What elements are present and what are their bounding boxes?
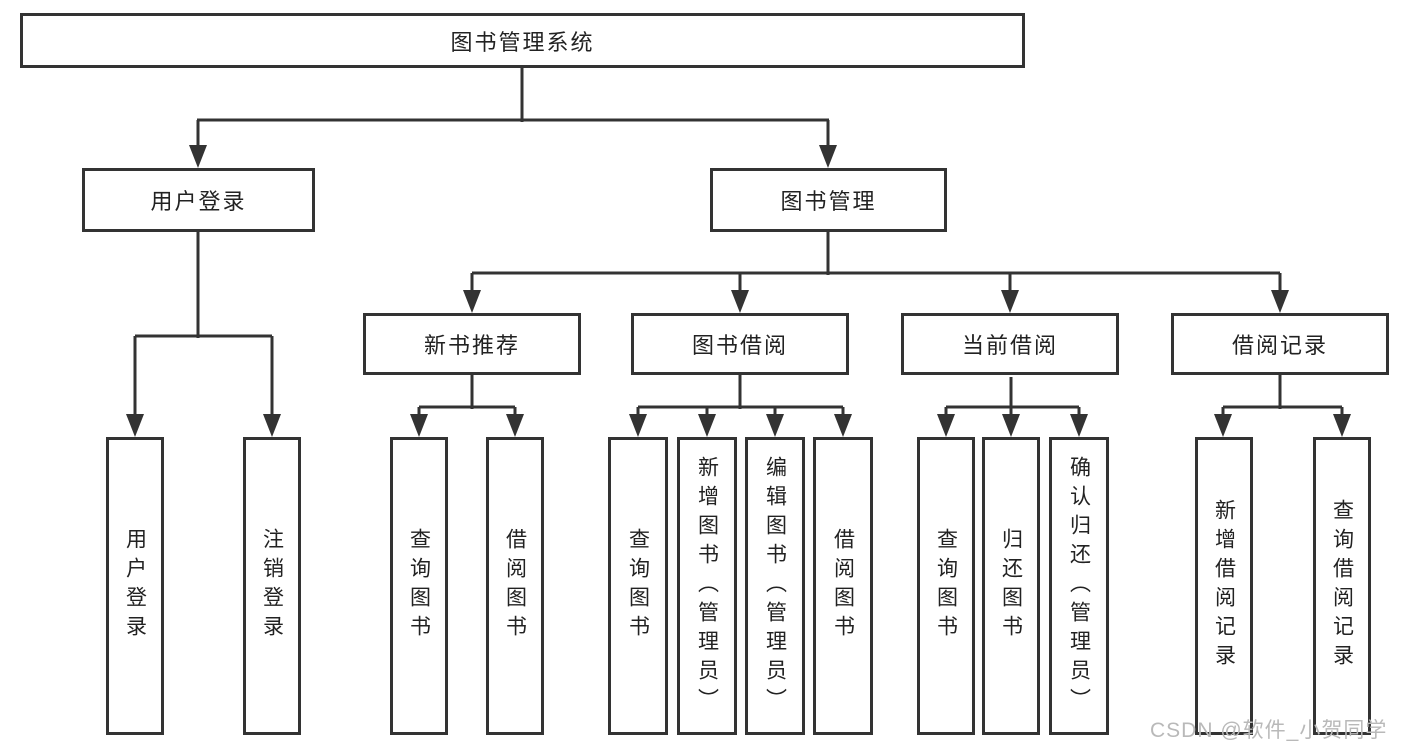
leaf-borrow-books: 借阅图书	[813, 437, 873, 735]
leaf-label: 注销登录	[260, 528, 284, 644]
leaf-label: 确认归还（管理员）	[1067, 455, 1091, 717]
leaf-label: 查询图书	[407, 528, 431, 644]
node-borrow-records: 借阅记录	[1171, 313, 1389, 375]
leaf-user-login: 用户登录	[106, 437, 164, 735]
leaf-edit-books-admin: 编辑图书（管理员）	[745, 437, 805, 735]
leaf-label: 查询图书	[626, 528, 650, 644]
node-library-management-system: 图书管理系统	[20, 13, 1025, 68]
leaf-label: 编辑图书（管理员）	[763, 455, 787, 717]
leaf-label: 新增图书（管理员）	[695, 455, 719, 717]
leaf-query-books: 查询图书	[390, 437, 448, 735]
leaf-query-books: 查询图书	[608, 437, 668, 735]
node-book-borrowing: 图书借阅	[631, 313, 849, 375]
leaf-query-books: 查询图书	[917, 437, 975, 735]
leaf-label: 查询借阅记录	[1330, 499, 1354, 673]
leaf-logout: 注销登录	[243, 437, 301, 735]
node-current-borrowing: 当前借阅	[901, 313, 1119, 375]
leaf-label: 借阅图书	[503, 528, 527, 644]
leaf-add-books-admin: 新增图书（管理员）	[677, 437, 737, 735]
leaf-label: 用户登录	[123, 528, 147, 644]
leaf-borrow-books: 借阅图书	[486, 437, 544, 735]
leaf-label: 归还图书	[999, 528, 1023, 644]
leaf-query-borrow-record: 查询借阅记录	[1313, 437, 1371, 735]
csdn-watermark: CSDN @软件_小贺同学	[1150, 719, 1388, 742]
node-new-book-recommend: 新书推荐	[363, 313, 581, 375]
leaf-confirm-return-admin: 确认归还（管理员）	[1049, 437, 1109, 735]
leaf-label: 新增借阅记录	[1212, 499, 1236, 673]
node-book-management: 图书管理	[710, 168, 947, 232]
leaf-add-borrow-record: 新增借阅记录	[1195, 437, 1253, 735]
leaf-return-books: 归还图书	[982, 437, 1040, 735]
leaf-label: 借阅图书	[831, 528, 855, 644]
node-user-login: 用户登录	[82, 168, 315, 232]
leaf-label: 查询图书	[934, 528, 958, 644]
